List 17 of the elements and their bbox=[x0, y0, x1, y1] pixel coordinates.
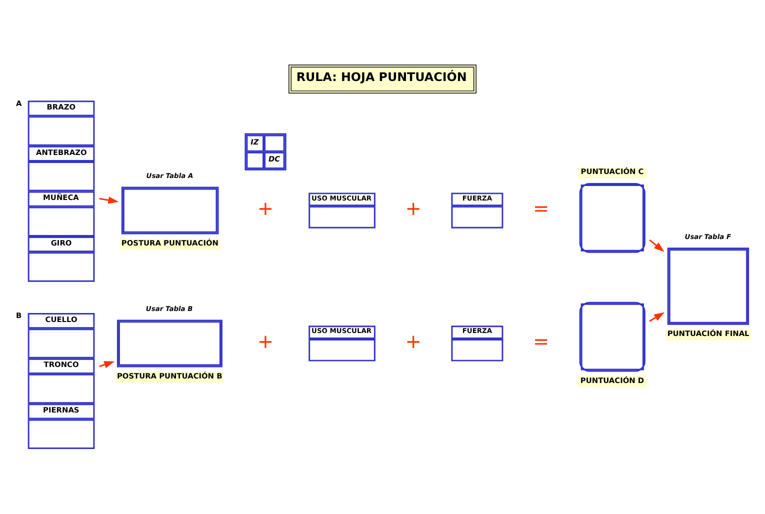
label: = bbox=[532, 196, 550, 220]
label: = bbox=[532, 330, 550, 353]
label: + bbox=[405, 330, 422, 353]
node-label: PUNTUACIÓN C bbox=[580, 166, 644, 176]
diagram-title: RULA: HOJA PUNTUACIÓN bbox=[296, 70, 467, 84]
label: + bbox=[257, 330, 274, 353]
arrow bbox=[649, 312, 665, 322]
node-label: PUNTUACIÓN D bbox=[580, 375, 644, 384]
node-label: POSTURA PUNTUACIÓN B bbox=[116, 370, 222, 380]
label: + bbox=[405, 196, 422, 220]
label: + bbox=[257, 196, 274, 220]
node-label: B bbox=[16, 310, 22, 320]
node-label: POSTURA PUNTUACIÓN bbox=[121, 238, 218, 247]
arrow bbox=[99, 196, 119, 204]
node-label: A bbox=[16, 98, 22, 108]
node-label: PUNTUACIÓN FINAL bbox=[667, 328, 750, 338]
arrow bbox=[649, 238, 664, 252]
